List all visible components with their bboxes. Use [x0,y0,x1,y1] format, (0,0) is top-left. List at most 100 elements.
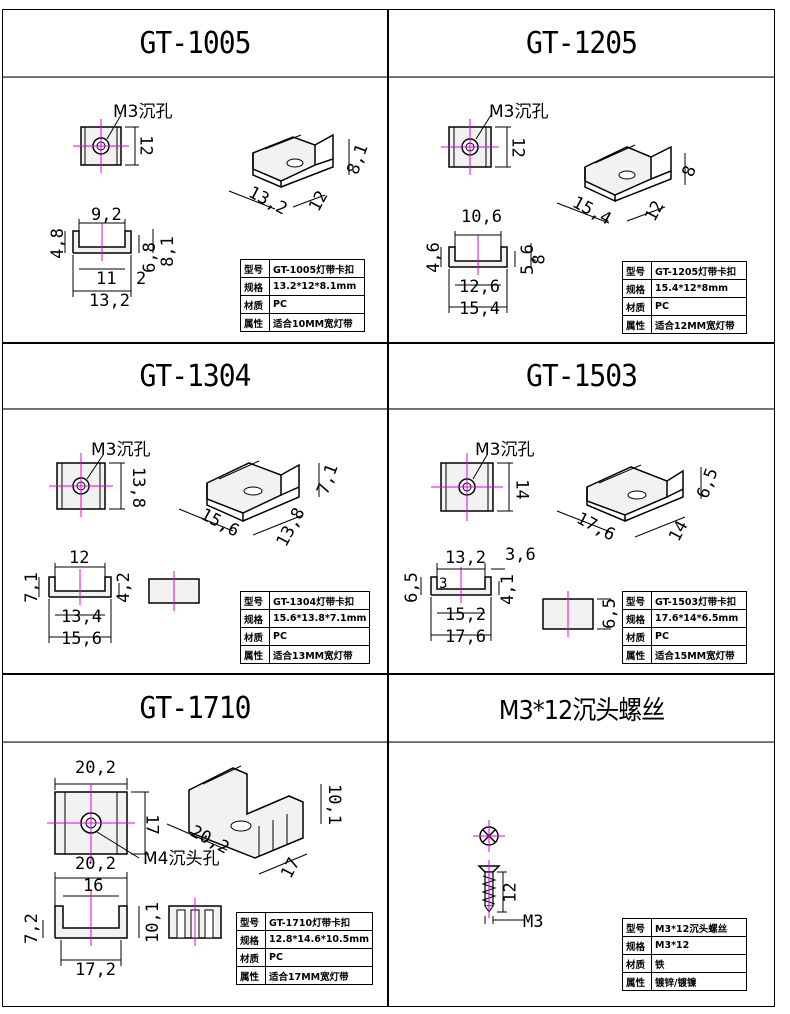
panel-title: GT-1710 [3,672,387,743]
panel-gt-1503: GT-1503 [388,343,775,674]
dim-iso-c: 10,1 [323,784,344,825]
dim-height-left: 7,1 [21,572,42,603]
panel-title: GT-1005 [3,7,387,78]
dim-bottom-outer: 15,6 [61,629,102,649]
gt-1205-drawing [440,114,686,313]
spec-key: 属性 [622,645,652,664]
dim-inner-width: 10,6 [461,207,502,227]
spec-key: 规格 [240,609,270,628]
dim-top-height: 13,8 [127,467,148,508]
panel-gt-1205: GT-1205 [388,9,775,343]
spec-value: PC [651,297,747,316]
spec-key: 材质 [240,295,270,314]
dim-inner-width: 12 [69,548,90,568]
spec-value: 15.4*12*8mm [651,279,747,298]
spec-value: 15.6*13.8*7.1mm [268,609,371,628]
dim-inner-width: 16 [83,876,104,896]
spec-value: PC [269,295,365,314]
spec-value: 适合15MM宽灯带 [651,645,747,664]
dim-bottom-inner: 17,2 [75,960,116,980]
dim-top-height: 17 [141,814,162,835]
spec-key: 属性 [236,966,266,985]
dim-bottom-outer: 17,6 [445,627,486,647]
dim-bottom-inner: 12,6 [459,277,500,297]
spec-value: GT-1005灯带卡扣 [269,259,365,278]
gt-1304-drawing [38,453,320,643]
spec-key: 属性 [622,972,652,991]
dim-top-height: 14 [511,479,532,500]
spec-key: 型号 [622,261,652,280]
dim-height-mid: 4,1 [497,574,518,605]
spec-value: 17.6*14*6.5mm [651,609,747,628]
spec-value: 适合17MM宽灯带 [264,966,374,985]
spec-key: 材质 [622,297,652,316]
dim-top-width: 20,2 [75,758,116,778]
spec-value: GT-1503灯带卡扣 [651,591,747,610]
dim-inner-width: 9,2 [91,205,122,225]
spec-key: 材质 [240,627,270,646]
dim-height-right: 8,1 [157,236,178,267]
spec-key: 材质 [622,954,652,973]
hole-label: M3沉孔 [489,102,549,122]
panel-title: M3*12沉头螺丝 [389,672,774,743]
dim-height-left: 4,8 [47,228,68,259]
dim-outer-width: 20,2 [75,854,116,874]
dim-wall: 3,6 [505,545,536,565]
spec-value: M3*12 [651,936,747,955]
dim-bottom-inner: 15,2 [445,605,486,625]
dim-bottom-thickness: 2 [136,269,147,289]
dim-bottom-inner: 13,4 [61,607,102,627]
spec-value: 13.2*12*8.1mm [269,277,365,296]
spec-key: 规格 [236,930,266,949]
dim-screw-size: M3 [523,912,544,932]
spec-value: 适合13MM宽灯带 [268,645,371,664]
dim-height-left: 6,5 [401,572,422,603]
spec-key: 规格 [622,609,652,628]
dim-height-right: 10,1 [142,902,163,943]
dim-top-height: 12 [135,135,156,156]
spec-value: PC [268,627,371,646]
spec-sheet: GT-1005 [2,9,775,1007]
panel-gt-1005: GT-1005 [2,9,388,343]
spec-value: 铁 [651,954,747,973]
dim-side-height: 6,5 [599,598,620,629]
dim-inner-width: 13,2 [445,548,486,568]
spec-value: GT-1304灯带卡扣 [268,591,371,610]
spec-key: 型号 [240,591,270,610]
spec-value: GT-1710灯带卡扣 [264,912,374,931]
gt-1503-drawing [420,453,702,641]
spec-key: 规格 [622,936,652,955]
spec-value: M3*12沉头螺丝 [651,918,747,937]
spec-value: PC [264,948,374,967]
spec-value: 适合10MM宽灯带 [269,313,365,332]
hole-label: M4沉头孔 [143,849,220,869]
dim-height-left: 7,2 [21,913,42,944]
panel-gt-1710: GT-1710 [2,674,388,1007]
dim-bottom-inner: 11 [96,269,117,289]
spec-key: 规格 [240,277,270,296]
spec-value: PC [651,627,747,646]
spec-key: 型号 [622,591,652,610]
panel-title: GT-1304 [3,341,387,410]
screw-drawing [473,820,525,924]
spec-key: 型号 [622,918,652,937]
hole-label: M3沉孔 [91,440,151,460]
spec-value: GT-1205灯带卡扣 [651,261,747,280]
spec-key: 材质 [622,627,652,646]
gt-1005-drawing [64,114,350,297]
dim-height-left: 4,6 [423,242,444,273]
gt-1710-drawing [42,765,322,966]
panel-gt-1304: GT-1304 [2,343,388,674]
dim-bottom-outer: 15,4 [459,299,500,319]
spec-key: 属性 [240,645,270,664]
dim-height-inner: 3 [439,576,448,592]
panel-title: GT-1205 [389,7,774,78]
dim-height-mid: 4,2 [113,572,134,603]
dim-bottom-outer: 13,2 [89,291,130,311]
